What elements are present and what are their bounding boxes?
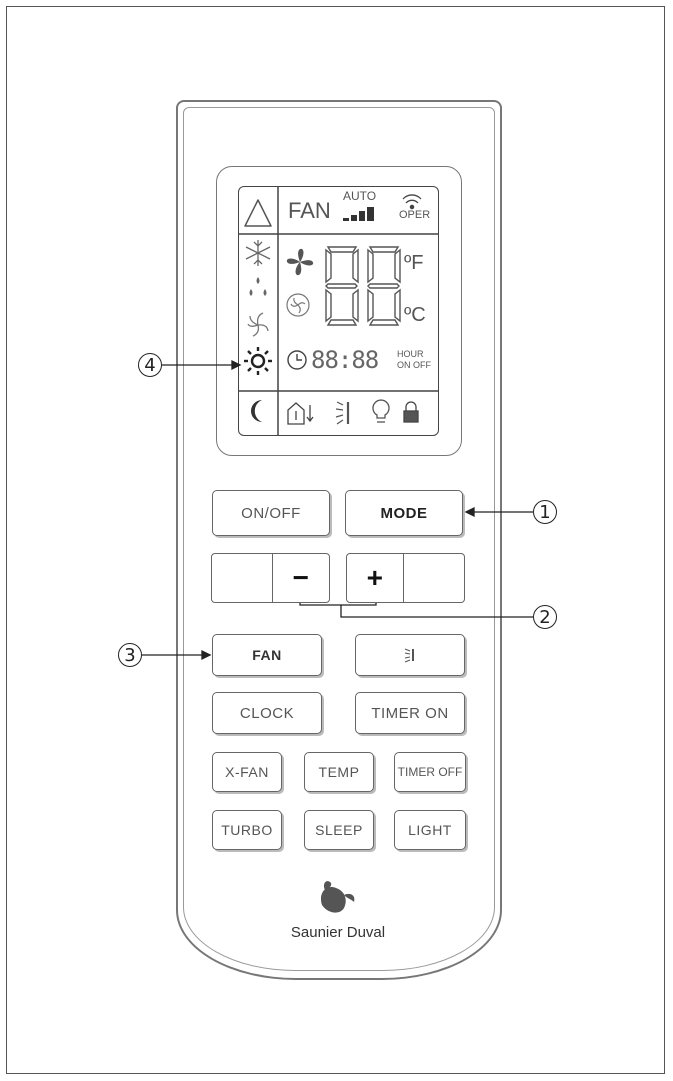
- mode-button[interactable]: MODE: [345, 490, 463, 536]
- callout-1: 1: [533, 500, 557, 524]
- brand-logo-icon: [320, 881, 355, 913]
- sleep-moon-icon: [251, 400, 262, 422]
- callout-3: 3: [118, 643, 142, 667]
- right-pad-blank[interactable]: [403, 553, 465, 603]
- callout-2: 2: [533, 605, 557, 629]
- swing-button[interactable]: [355, 634, 465, 676]
- fan-speed-bars-icon: [343, 207, 374, 221]
- turbo-button[interactable]: TURBO: [212, 810, 282, 850]
- fan-button[interactable]: FAN: [212, 634, 322, 676]
- signal-icon: [402, 194, 422, 210]
- fan-blade-icon: [286, 248, 314, 276]
- fan-mode-icon: [247, 312, 269, 337]
- x-fan-button[interactable]: X-FAN: [212, 752, 282, 792]
- temp-minus-button[interactable]: −: [272, 553, 330, 603]
- lcd-unit-f: ºF: [404, 252, 424, 274]
- temp-plus-button[interactable]: +: [346, 553, 404, 603]
- heat-mode-icon: [244, 347, 272, 375]
- timer-on-button[interactable]: TIMER ON: [355, 692, 465, 734]
- lcd-clock-digits: 88:88: [311, 346, 379, 374]
- dry-mode-icon: [249, 277, 267, 296]
- light-bulb-icon: [372, 399, 390, 423]
- lock-icon: [403, 401, 419, 423]
- callout-arrows: [142, 359, 533, 661]
- lcd-screen: [238, 186, 439, 436]
- lcd-fan-label: FAN: [288, 198, 331, 223]
- lcd-auto-label: AUTO: [343, 189, 377, 203]
- temp-button[interactable]: TEMP: [304, 752, 374, 792]
- sleep-button[interactable]: SLEEP: [304, 810, 374, 850]
- brand-name: Saunier Duval: [290, 924, 386, 941]
- auto-mode-icon: [244, 199, 272, 227]
- swing-icon: [404, 648, 414, 663]
- clock-icon: [287, 350, 307, 370]
- lcd-bezel: [216, 166, 462, 456]
- i-feel-icon: [287, 402, 314, 425]
- lcd-hour-label: HOUR: [397, 349, 424, 359]
- left-pad-blank[interactable]: [211, 553, 273, 603]
- light-button[interactable]: LIGHT: [394, 810, 466, 850]
- on-off-button[interactable]: ON/OFF: [212, 490, 330, 536]
- callout-4: 4: [138, 353, 162, 377]
- timer-off-button[interactable]: TIMER OFF: [394, 752, 466, 792]
- cool-mode-icon: [245, 240, 271, 266]
- lcd-unit-c: ºC: [404, 304, 426, 326]
- swing-circle-icon: [286, 293, 310, 317]
- lcd-oper-label: OPER: [399, 209, 431, 221]
- remote-inner-outline: [183, 107, 495, 971]
- lcd-on-off-label: ON OFF: [397, 360, 431, 370]
- clock-button[interactable]: CLOCK: [212, 692, 322, 734]
- swing-louver-icon: [335, 401, 350, 425]
- temp-seven-segment: [325, 246, 401, 326]
